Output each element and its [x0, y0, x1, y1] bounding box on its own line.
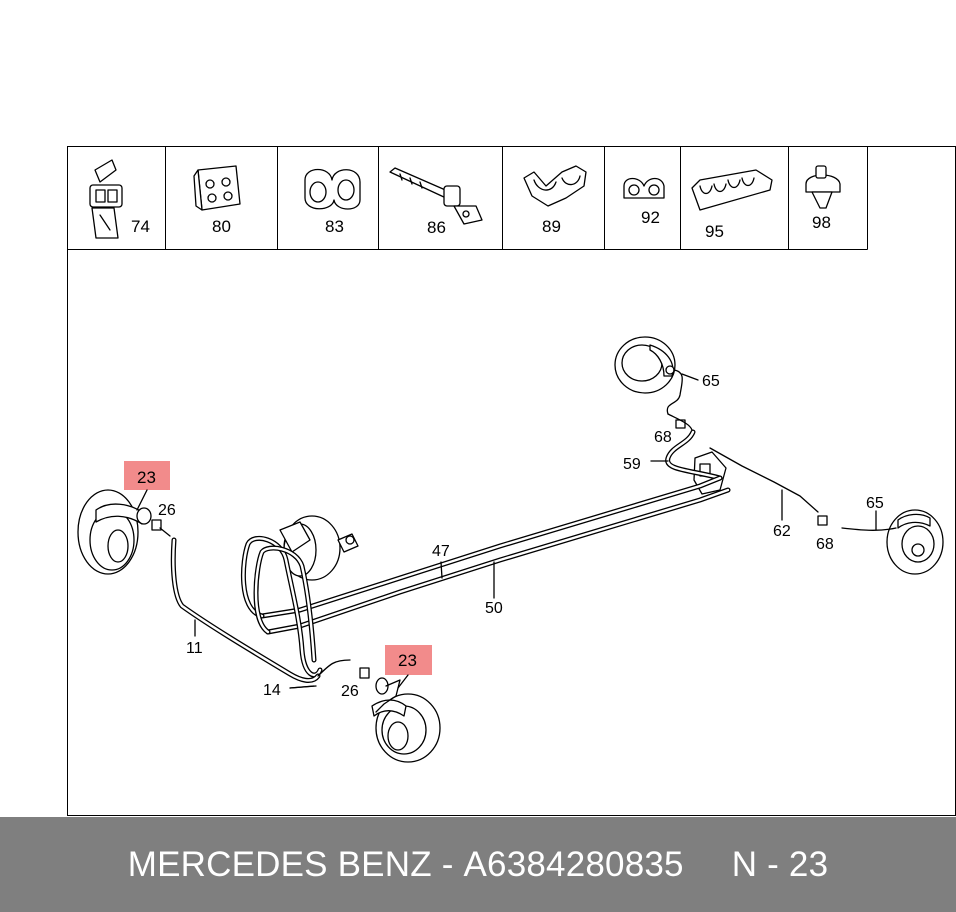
footer-brand: MERCEDES BENZ	[127, 844, 432, 884]
callout-68-right: 68	[816, 536, 834, 553]
brake-disc-bottom-icon	[371, 677, 441, 763]
brake-disc-top-icon	[614, 336, 676, 394]
footer-part-number: A6384280835	[463, 844, 684, 884]
highlight-box-bottom	[385, 645, 432, 675]
part-num-98: 98	[812, 213, 831, 232]
multi-pipe-clip-icon	[691, 169, 773, 211]
block-clip-icon	[193, 165, 241, 211]
part-num-80: 80	[212, 217, 231, 236]
clip-68-top-icon	[675, 419, 686, 429]
part-num-95: 95	[705, 222, 724, 241]
highlight-label-left: 23	[137, 468, 156, 487]
highlight-box-left	[124, 461, 170, 490]
highlight-label-bottom: 23	[398, 651, 417, 670]
callout-26-left: 26	[158, 502, 176, 519]
parts-diagram: 74 80 83 86	[67, 146, 956, 816]
small-pipe-clip-icon	[623, 177, 665, 199]
callout-11: 11	[186, 640, 203, 657]
part-num-89: 89	[542, 217, 561, 236]
clip-26-bottom-icon	[359, 667, 370, 679]
part-num-86: 86	[427, 218, 446, 237]
parts-row: 74 80 83 86	[67, 146, 868, 250]
callout-14: 14	[263, 682, 281, 699]
part-num-83: 83	[325, 217, 344, 236]
saddle-clip-icon	[523, 165, 587, 207]
callout-50: 50	[485, 600, 503, 617]
callout-59: 59	[623, 456, 641, 473]
callout-68-top: 68	[654, 429, 672, 446]
part-num-92: 92	[641, 208, 660, 227]
double-pipe-clip-icon	[304, 168, 361, 210]
diagram-frame	[67, 146, 956, 816]
callout-47: 47	[432, 543, 450, 560]
brake-disc-left-icon	[77, 489, 152, 575]
part-num-74: 74	[131, 217, 150, 236]
footer-banner: MERCEDES BENZ - A6384280835 N - 23	[0, 817, 956, 912]
footer-page-ref: N - 23	[731, 844, 829, 884]
callout-65-top: 65	[702, 373, 720, 390]
callout-62: 62	[773, 523, 791, 540]
brake-disc-right-icon	[886, 509, 944, 575]
brake-line-diagram	[77, 336, 944, 763]
callout-65-right: 65	[866, 495, 884, 512]
clip-68-right-icon	[817, 515, 828, 526]
strap-clip-icon	[389, 167, 483, 225]
callout-26-bottom: 26	[341, 683, 359, 700]
push-clip-icon	[805, 165, 841, 209]
footer-separator: -	[441, 844, 454, 884]
bracket-clip-icon	[89, 159, 123, 239]
brake-booster-icon	[279, 515, 359, 581]
clip-26-left-icon	[151, 519, 162, 531]
